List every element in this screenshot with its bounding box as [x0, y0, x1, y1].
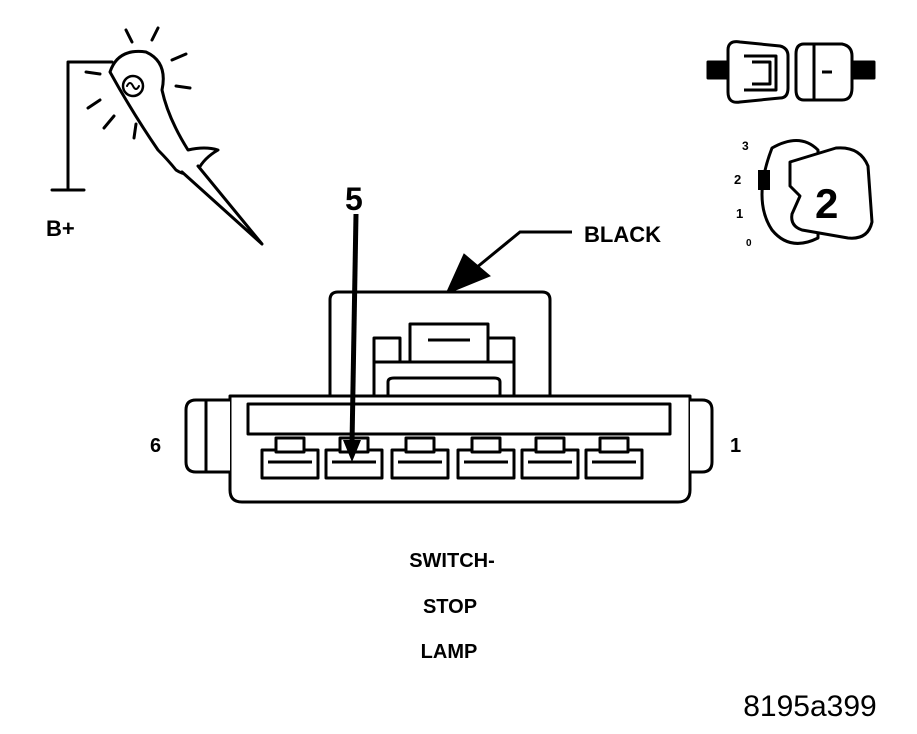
connector-face	[184, 290, 714, 504]
component-name-line-2: STOP	[423, 596, 477, 618]
pin-right-label: 1	[730, 435, 741, 457]
pin-left-label: 6	[150, 435, 161, 457]
ignition-position-0: 0	[746, 238, 752, 249]
ignition-position-1: 1	[736, 206, 743, 221]
ignition-key-icon	[758, 139, 874, 245]
ignition-position-3: 3	[742, 139, 749, 153]
component-name-line-3: LAMP	[421, 641, 478, 663]
color-callout-arrow	[445, 230, 572, 295]
terminal-cavity-3	[456, 436, 516, 480]
figure-id: 8195a399	[743, 690, 876, 723]
terminal-cavity-6	[260, 436, 320, 480]
component-name-line-1: SWITCH-	[409, 550, 495, 572]
terminal-cavity-2	[520, 436, 580, 480]
ignition-position-labels: 3 2 1 0	[734, 139, 752, 249]
test-light-icon	[50, 26, 264, 246]
pin-callout-arrow	[343, 213, 361, 462]
b-plus-label: B+	[46, 216, 75, 241]
connector-color-label: BLACK	[584, 222, 661, 247]
connector-disconnected-icon	[706, 40, 876, 104]
terminal-cavity-1	[584, 436, 644, 480]
component-name: SWITCH- STOP LAMP	[409, 550, 495, 663]
ignition-selected-position: 2	[815, 180, 838, 227]
pin-callout-label: 5	[345, 181, 363, 217]
terminal-cavity-4	[390, 436, 450, 480]
ignition-position-2: 2	[734, 172, 741, 187]
